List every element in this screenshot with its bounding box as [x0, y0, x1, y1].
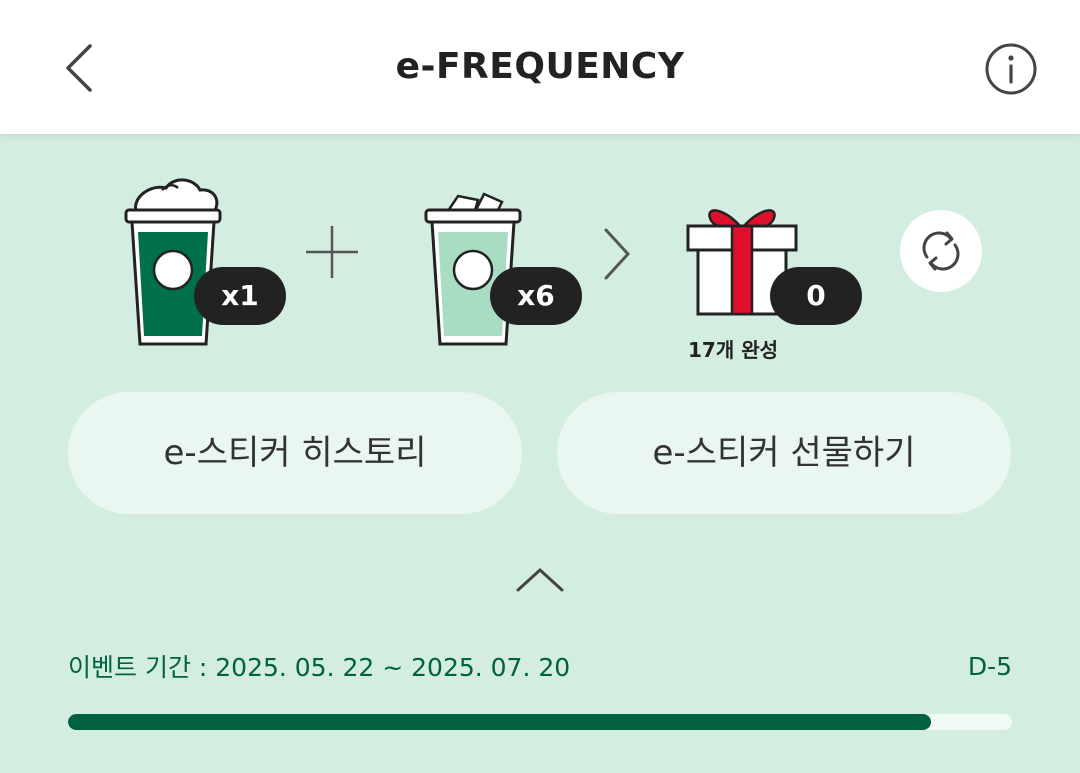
mint-iced-cup-icon	[424, 192, 522, 346]
gift-box-icon	[686, 209, 798, 316]
info-icon	[985, 43, 1037, 95]
event-progress-fill	[68, 714, 931, 730]
mission-drink-count: x1	[194, 267, 286, 325]
info-button[interactable]	[984, 42, 1038, 96]
d-day-badge: D-5	[967, 652, 1012, 681]
green-frappuccino-cup-icon	[124, 178, 222, 346]
back-button[interactable]	[52, 38, 108, 98]
regular-drink-count: x6	[490, 267, 582, 325]
collapse-button[interactable]	[512, 564, 568, 596]
refresh-icon	[922, 231, 960, 271]
page-title: e-FREQUENCY	[395, 46, 685, 87]
chevron-left-icon	[66, 44, 92, 92]
sticker-gift-button[interactable]: e-스티커 선물하기	[557, 392, 1011, 514]
refresh-button[interactable]	[900, 210, 982, 292]
top-bar: e-FREQUENCY	[0, 0, 1080, 134]
plus-icon	[306, 226, 358, 278]
frequency-panel: x1 x6 0 17개 완성 e-스티커 히스토리 e-스티커 선물하기	[0, 134, 1080, 773]
event-period: 이벤트 기간 : 2025. 05. 22 ~ 2025. 07. 20	[68, 653, 571, 682]
complete-label: 17개 완성	[688, 338, 778, 362]
sticker-history-button[interactable]: e-스티커 히스토리	[68, 392, 522, 514]
event-progress-bar	[68, 714, 1012, 730]
chevron-up-icon	[516, 568, 564, 592]
reward-count: 0	[770, 267, 862, 325]
chevron-right-icon	[604, 228, 630, 280]
